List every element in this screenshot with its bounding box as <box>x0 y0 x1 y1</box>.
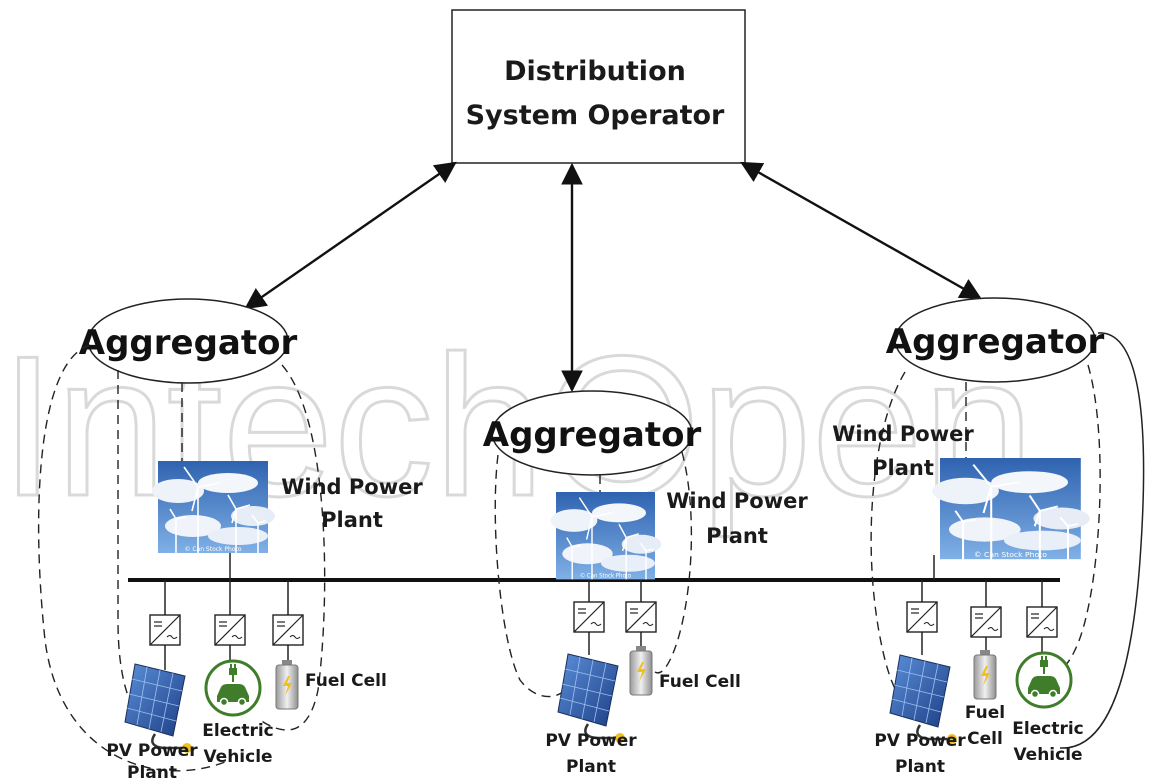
wind-label-right-2: Plant <box>872 456 934 480</box>
wind-label-middle-1: Wind Power <box>666 489 808 513</box>
ev-label-right-2: Vehicle <box>1013 745 1082 765</box>
converter-left-ev <box>214 614 246 646</box>
ev-label-left-1: Electric <box>202 721 273 741</box>
converter-middle-pv <box>573 601 605 633</box>
fuel-label-right-2: Cell <box>967 729 1003 749</box>
aggregator-right[interactable] <box>894 297 1096 383</box>
photo-caption: © Can Stock Photo <box>580 572 632 579</box>
wind-label-left-1: Wind Power <box>281 475 423 499</box>
wind-photo-right: © Can Stock Photo <box>931 456 1091 561</box>
aggregator-left-label: Aggregator <box>79 323 298 363</box>
control-loop-right-left <box>870 371 911 706</box>
arrow-dso-right <box>740 161 982 300</box>
control-loop-middle-left <box>494 454 566 698</box>
photo-caption: © Can Stock Photo <box>184 546 241 553</box>
group-middle: © Can Stock Photo Wind Power Plant Fuel … <box>494 451 808 777</box>
dso-label-line2: System Operator <box>466 100 725 131</box>
battery-middle-icon <box>629 645 653 696</box>
aggregator-left[interactable] <box>87 298 289 384</box>
wind-label-middle-2: Plant <box>706 524 768 548</box>
ev-charger-left-icon <box>204 659 262 717</box>
fuel-label-middle: Fuel Cell <box>659 672 741 692</box>
wind-label-right-1: Wind Power <box>832 422 974 446</box>
converter-right-fuel <box>970 606 1002 638</box>
battery-left-icon <box>275 659 299 710</box>
pv-label-right-1: PV Power <box>874 731 966 751</box>
pv-label-middle-2: Plant <box>566 757 616 777</box>
control-loop-left-right <box>259 364 326 731</box>
pv-panel-middle-icon <box>556 652 627 745</box>
wind-label-left-2: Plant <box>321 508 383 532</box>
pv-label-middle-1: PV Power <box>545 731 637 751</box>
converter-right-pv <box>906 601 938 633</box>
pv-label-right-2: Plant <box>895 757 945 777</box>
control-loop-right-outer <box>1059 332 1145 749</box>
group-right: © Can Stock Photo Wind Power Plant PV Po… <box>832 332 1145 777</box>
ev-label-right-1: Electric <box>1012 719 1083 739</box>
ev-charger-right-icon <box>1015 651 1073 709</box>
fuel-label-right-1: Fuel <box>965 703 1005 723</box>
pv-label-left-1: PV Power <box>106 741 198 761</box>
aggregator-middle-label: Aggregator <box>483 415 702 455</box>
converter-right-ev <box>1026 606 1058 638</box>
photo-caption: © Can Stock Photo <box>974 551 1047 559</box>
wind-photo-middle: © Can Stock Photo <box>549 491 663 581</box>
converter-left-pv <box>149 614 181 646</box>
battery-right-icon <box>973 649 997 700</box>
dso-label-line1: Distribution <box>504 56 686 87</box>
converter-left-fuel <box>272 614 304 646</box>
aggregator-middle[interactable] <box>491 390 693 476</box>
arrow-dso-left <box>244 161 457 310</box>
aggregator-right-label: Aggregator <box>886 322 1105 362</box>
pv-panel-left-icon <box>123 662 194 755</box>
group-left: © Can Stock Photo Wind Power Plant Fuel … <box>37 344 423 783</box>
pv-label-left-2: Plant <box>127 763 177 783</box>
wind-photo-left: © Can Stock Photo <box>151 460 276 554</box>
converter-middle-fuel <box>625 601 657 633</box>
control-loop-middle-right <box>654 451 693 674</box>
ev-label-left-2: Vehicle <box>203 747 272 767</box>
fuel-label-left: Fuel Cell <box>305 671 387 691</box>
dso-box[interactable] <box>451 9 746 164</box>
